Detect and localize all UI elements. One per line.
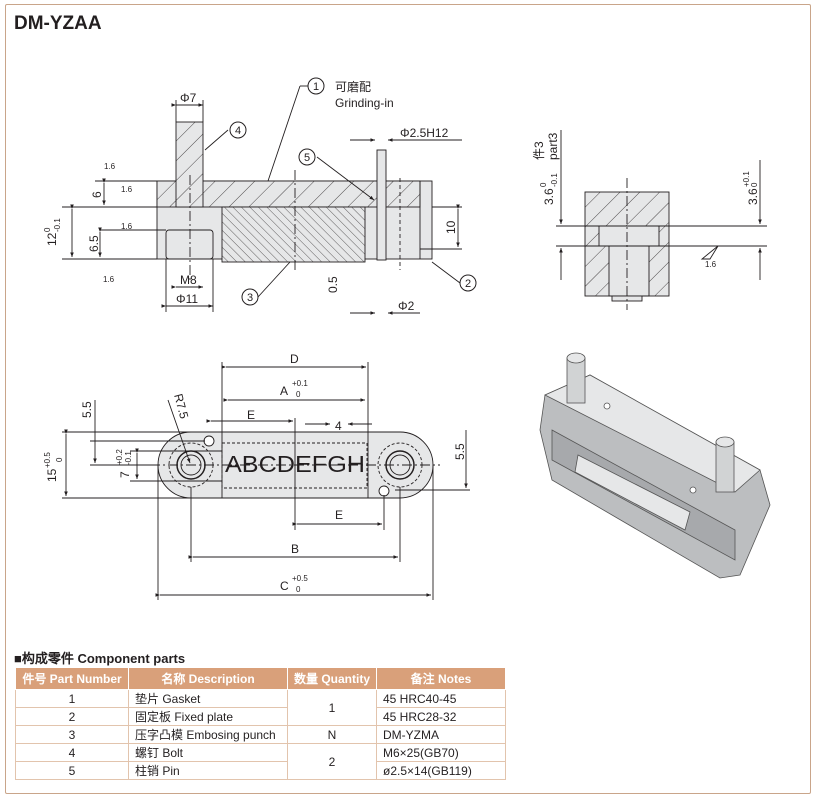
svg-text:4: 4 <box>335 419 342 433</box>
svg-text:1.6: 1.6 <box>705 260 717 269</box>
svg-text:1.6: 1.6 <box>104 162 116 171</box>
svg-text:E: E <box>335 508 343 522</box>
svg-text:12: 12 <box>45 232 59 246</box>
svg-text:part3: part3 <box>546 132 560 160</box>
svg-text:Φ11: Φ11 <box>176 292 198 306</box>
svg-text:+0.5: +0.5 <box>292 574 308 583</box>
svg-text:0: 0 <box>750 182 759 187</box>
svg-text:-0.1: -0.1 <box>550 173 559 187</box>
svg-text:3.6: 3.6 <box>746 188 760 205</box>
svg-text:15: 15 <box>45 468 59 482</box>
isometric-render <box>539 352 771 579</box>
plan-view <box>62 362 470 600</box>
svg-text:7: 7 <box>118 471 132 478</box>
svg-text:E: E <box>247 408 255 422</box>
svg-text:-0.1: -0.1 <box>124 451 133 465</box>
svg-text:C: C <box>280 579 289 593</box>
svg-text:0: 0 <box>296 390 301 399</box>
svg-text:+0.1: +0.1 <box>292 379 308 388</box>
bolt-shank <box>175 121 204 208</box>
svg-text:Φ7: Φ7 <box>180 91 197 105</box>
side-view-labels: 件3 part3 3.6 0 -0.1 3.6 +0.1 0 1.6 <box>532 132 760 269</box>
embossing-letters: ABCDEFGH <box>225 451 365 477</box>
svg-text:6.5: 6.5 <box>87 235 101 252</box>
svg-text:+0.2: +0.2 <box>115 449 124 465</box>
svg-text:可磨配: 可磨配 <box>335 80 371 94</box>
svg-text:3: 3 <box>247 292 253 304</box>
svg-text:Φ2: Φ2 <box>398 299 415 313</box>
component-parts-heading: ■构成零件 Component parts <box>14 651 186 666</box>
svg-text:0: 0 <box>296 585 301 594</box>
section-view <box>62 85 462 315</box>
svg-text:-0.1: -0.1 <box>53 218 62 232</box>
svg-text:1: 1 <box>313 81 319 93</box>
pin <box>376 149 387 261</box>
svg-text:0: 0 <box>55 457 64 462</box>
svg-text:6: 6 <box>90 191 104 198</box>
svg-text:0: 0 <box>539 182 548 187</box>
svg-text:10: 10 <box>444 220 458 234</box>
page-frame <box>5 4 811 794</box>
svg-text:Grinding-in: Grinding-in <box>335 96 394 110</box>
svg-text:1.6: 1.6 <box>103 275 115 284</box>
section-view-labels: 1 2 3 4 5 可磨配 Grinding-in Φ7 Φ2.5H12 M8 … <box>43 77 477 313</box>
svg-text:A: A <box>280 384 288 398</box>
side-view <box>556 130 767 310</box>
technical-drawing: 1 2 3 4 5 可磨配 Grinding-in Φ7 Φ2.5H12 M8 … <box>43 77 771 600</box>
svg-text:B: B <box>291 542 299 556</box>
svg-text:5.5: 5.5 <box>453 443 467 460</box>
svg-text:0.5: 0.5 <box>326 276 340 293</box>
bolt-head <box>165 229 214 260</box>
svg-text:5: 5 <box>304 152 310 164</box>
table-header: 件号 Part Number 名称 Description 数量 Quantit… <box>15 667 506 690</box>
svg-text:R7.5: R7.5 <box>171 392 191 420</box>
svg-text:2: 2 <box>465 278 471 290</box>
plan-view-labels: ABCDEFGH D A +0.1 0 E E 4 R7.5 5.5 5.5 1… <box>43 352 467 594</box>
svg-text:D: D <box>290 352 299 366</box>
svg-text:M8: M8 <box>180 273 197 287</box>
svg-text:Φ2.5H12: Φ2.5H12 <box>400 126 449 140</box>
svg-text:0: 0 <box>43 227 52 232</box>
svg-text:件3: 件3 <box>532 141 546 160</box>
svg-text:+0.1: +0.1 <box>742 171 751 187</box>
svg-text:1.6: 1.6 <box>121 185 133 194</box>
component-parts-table: 件号 Part Number 名称 Description 数量 Quantit… <box>15 667 506 780</box>
svg-text:5.5: 5.5 <box>80 401 94 418</box>
embossing-punch <box>221 206 366 263</box>
svg-text:4: 4 <box>235 125 241 137</box>
page-title: DM-YZAA <box>14 13 102 34</box>
svg-text:3.6: 3.6 <box>542 188 556 205</box>
svg-text:+0.5: +0.5 <box>43 452 52 468</box>
svg-text:1.6: 1.6 <box>121 222 133 231</box>
